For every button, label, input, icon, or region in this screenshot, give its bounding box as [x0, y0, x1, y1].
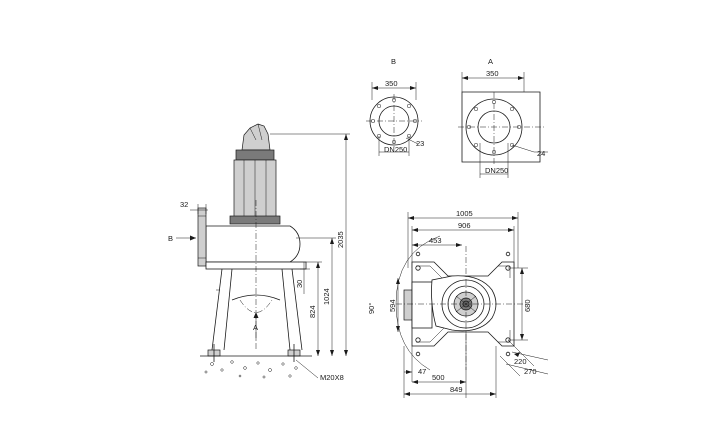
b-arrow-label: B — [168, 234, 173, 243]
plan-view: 1005 906 453 — [367, 209, 549, 398]
view-b-dim-dn: DN250 — [384, 145, 407, 154]
dim-1024: 1024 — [322, 288, 331, 305]
plan-dim-270: 270 — [524, 367, 537, 376]
side-view: B A 32 2035 1024 824 30 M20X8 — [168, 123, 350, 382]
view-b-dim-350: 350 — [385, 79, 398, 88]
plan-dim-453: 453 — [429, 236, 442, 245]
dim-30: 30 — [295, 280, 304, 288]
plan-dim-1005: 1005 — [456, 209, 473, 218]
plan-dim-680: 680 — [523, 299, 532, 312]
dim-2035: 2035 — [336, 231, 345, 248]
view-a-dim-dn: DN250 — [485, 166, 508, 175]
view-a-dim-350: 350 — [486, 69, 499, 78]
view-b-label: B — [391, 57, 396, 66]
view-b-dim-23: 23 — [416, 139, 424, 148]
plan-dim-90: 90° — [367, 303, 376, 314]
dim-824: 824 — [308, 305, 317, 318]
plan-dim-849: 849 — [450, 385, 463, 394]
dim-32: 32 — [180, 200, 188, 209]
plan-dim-906: 906 — [458, 221, 471, 230]
view-b: B 350 DN250 23 — [366, 57, 424, 156]
view-a-label: A — [488, 57, 493, 66]
plan-dim-47: 47 — [418, 367, 426, 376]
plan-dim-500: 500 — [432, 373, 445, 382]
a-arrow-label: A — [253, 323, 258, 332]
view-a: A 350 DN250 24 — [458, 57, 548, 178]
view-a-dim-24: 24 — [537, 149, 545, 158]
plan-dim-594: 594 — [388, 299, 397, 312]
plan-dim-220: 220 — [514, 357, 527, 366]
bolt-label: M20X8 — [320, 373, 344, 382]
